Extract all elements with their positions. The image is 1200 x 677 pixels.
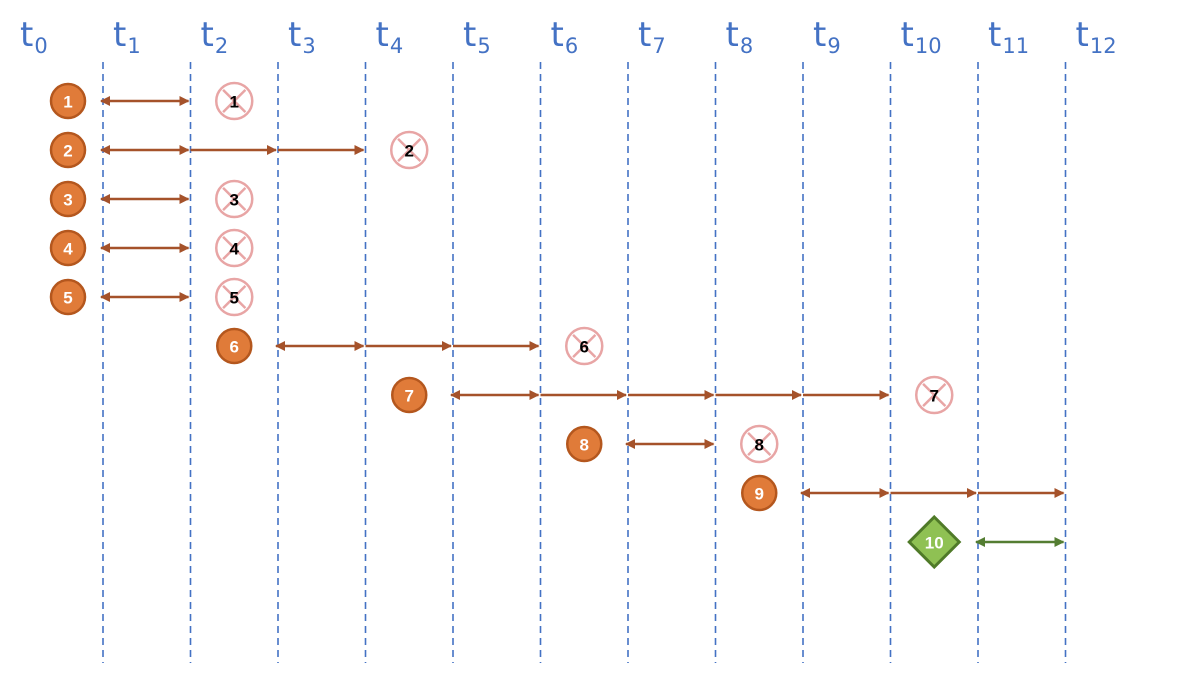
track-id-label: 6 (230, 338, 239, 357)
time-label-base: t (376, 15, 389, 55)
active-track-circle (566, 425, 603, 463)
active-track-circle (391, 376, 428, 414)
time-label-subscript: 8 (740, 34, 753, 58)
cross-out-icon (222, 235, 247, 261)
time-label-t6: t6 (551, 15, 579, 58)
active-track-circle (49, 278, 87, 316)
time-label-subscript: 0 (34, 34, 47, 58)
timeline-grid (102, 62, 1067, 663)
track-8-terminated-node: 8 (740, 424, 779, 464)
track-2-birth-node: 2 (49, 131, 87, 169)
track-1-birth-node: 1 (49, 82, 87, 120)
track-id-label: 10 (925, 534, 944, 553)
time-label-t0: t0 (20, 15, 48, 58)
active-track-circle (49, 180, 87, 218)
track-6-birth-node: 6 (216, 327, 253, 365)
cross-out-icon (397, 137, 422, 163)
track-7-birth-node: 7 (391, 376, 428, 414)
time-label-base: t (638, 15, 651, 55)
time-label-subscript: 2 (215, 34, 228, 58)
cross-out-icon (922, 382, 947, 408)
track-id-label: 5 (63, 289, 72, 308)
time-label-subscript: 12 (1090, 34, 1117, 58)
track-id-label: 8 (755, 436, 764, 455)
active-track-circle (49, 229, 87, 267)
time-label-base: t (988, 15, 1001, 55)
track-5-birth-node: 5 (49, 278, 87, 316)
time-label-subscript: 4 (390, 34, 403, 58)
track-id-label: 2 (63, 142, 72, 161)
track-id-label: 2 (405, 142, 414, 161)
time-label-t2: t2 (201, 15, 229, 58)
time-label-base: t (113, 15, 126, 55)
track-10-birth-node: 10 (907, 514, 962, 570)
track-nodes: 1 1 2 2 3 3 4 4 5 5 6 6 7 7 8 8 9 10 (49, 81, 962, 570)
time-label-base: t (463, 15, 476, 55)
track-id-label: 7 (405, 387, 414, 406)
cross-out-icon (747, 431, 772, 457)
active-track-circle (741, 474, 778, 512)
track-id-label: 1 (230, 93, 239, 112)
time-label-base: t (813, 15, 826, 55)
time-label-base: t (20, 15, 33, 55)
time-label-t7: t7 (638, 15, 666, 58)
time-label-t10: t10 (901, 15, 942, 58)
track-9-birth-node: 9 (741, 474, 778, 512)
track-id-label: 3 (63, 191, 72, 210)
track-4-birth-node: 4 (49, 229, 87, 267)
cross-out-icon (222, 186, 247, 212)
track-5-terminated-node: 5 (215, 277, 254, 317)
active-track-circle (49, 131, 87, 169)
track-3-birth-node: 3 (49, 180, 87, 218)
track-6-terminated-node: 6 (565, 326, 604, 366)
cross-out-icon (222, 88, 247, 114)
track-1-terminated-node: 1 (215, 81, 254, 121)
time-label-t5: t5 (463, 15, 491, 58)
time-label-base: t (726, 15, 739, 55)
time-label-subscript: 6 (565, 34, 578, 58)
track-id-label: 5 (230, 289, 239, 308)
time-label-base: t (551, 15, 564, 55)
time-label-t1: t1 (113, 15, 141, 58)
track-8-birth-node: 8 (566, 425, 603, 463)
time-label-base: t (201, 15, 214, 55)
active-track-circle (216, 327, 253, 365)
track-id-label: 4 (63, 240, 73, 259)
track-id-label: 8 (580, 436, 589, 455)
cross-out-icon (222, 284, 247, 310)
time-label-t4: t4 (376, 15, 404, 58)
time-label-subscript: 3 (302, 34, 315, 58)
track-7-terminated-node: 7 (915, 375, 954, 415)
track-id-label: 6 (580, 338, 589, 357)
time-label-t8: t8 (726, 15, 754, 58)
time-label-t3: t3 (288, 15, 316, 58)
track-id-label: 7 (930, 387, 939, 406)
time-label-base: t (288, 15, 301, 55)
time-label-base: t (1076, 15, 1089, 55)
time-label-subscript: 7 (652, 34, 665, 58)
track-id-label: 9 (755, 485, 764, 504)
time-label-subscript: 1 (127, 34, 140, 58)
track-id-label: 4 (230, 240, 240, 259)
active-track-circle (49, 82, 87, 120)
time-label-t11: t11 (988, 15, 1029, 58)
time-label-subscript: 9 (827, 34, 840, 58)
track-id-label: 3 (230, 191, 239, 210)
time-label-t12: t12 (1076, 15, 1117, 58)
track-2-terminated-node: 2 (390, 130, 429, 170)
time-label-t9: t9 (813, 15, 841, 58)
time-label-subscript: 5 (477, 34, 490, 58)
track-3-terminated-node: 3 (215, 179, 254, 219)
track-id-label: 1 (63, 93, 72, 112)
time-label-subscript: 11 (1002, 34, 1029, 58)
time-label-subscript: 10 (915, 34, 942, 58)
track-arrows (100, 96, 1065, 547)
time-label-base: t (901, 15, 914, 55)
track-4-terminated-node: 4 (215, 228, 254, 268)
cross-out-icon (572, 333, 597, 359)
new-track-diamond (907, 514, 962, 570)
